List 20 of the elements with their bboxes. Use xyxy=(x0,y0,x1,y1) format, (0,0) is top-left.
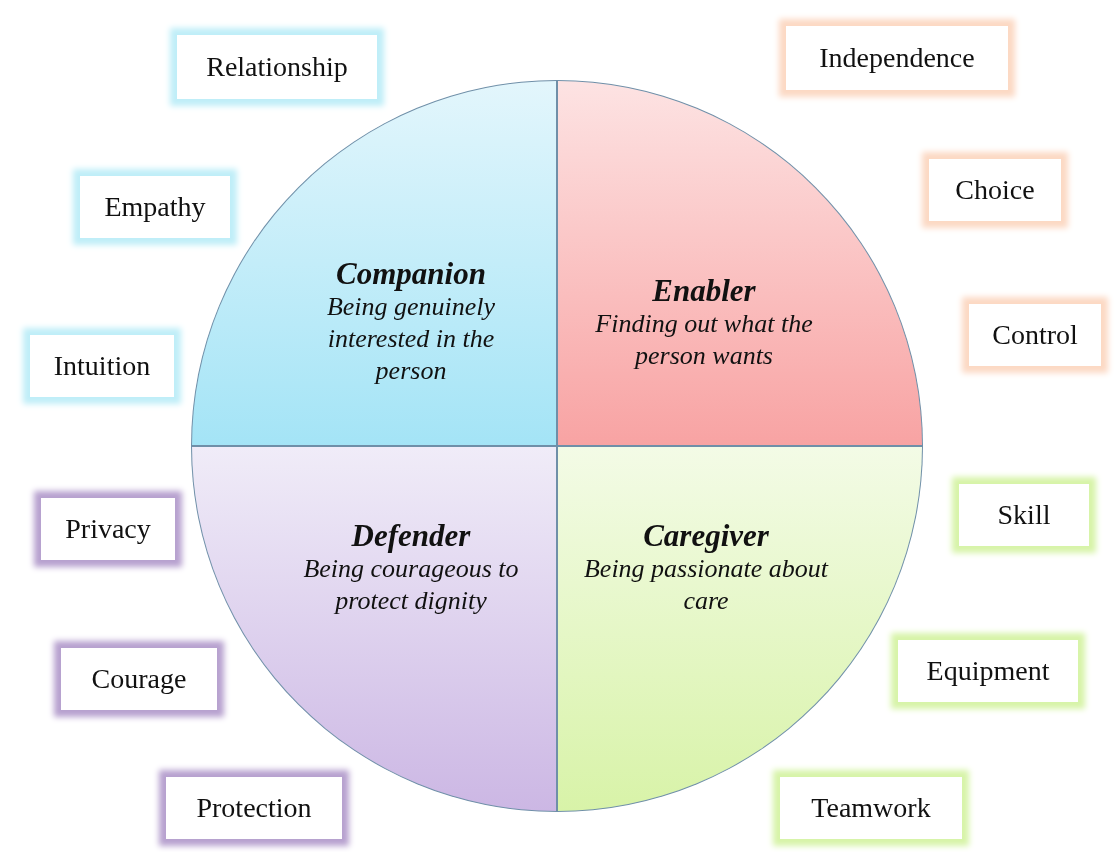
segment-title: Defender xyxy=(350,519,472,553)
value-card: Privacy xyxy=(41,498,175,560)
segment-title: Enabler xyxy=(651,274,757,308)
value-card: Choice xyxy=(929,159,1061,221)
value-card: Skill xyxy=(959,484,1089,546)
segment-title: Caregiver xyxy=(642,519,770,553)
value-card: Intuition xyxy=(30,335,174,397)
value-card: Relationship xyxy=(177,35,377,99)
value-card: Control xyxy=(969,304,1101,366)
value-card: Courage xyxy=(61,648,217,710)
segment-description: Being genuinely interested in the person xyxy=(325,291,497,387)
segment-description: Finding out what the person wants xyxy=(594,308,814,372)
value-card: Equipment xyxy=(898,640,1078,702)
segment-description: Being courageous to protect dignity xyxy=(302,553,520,617)
segment-title: Companion xyxy=(335,257,487,291)
value-card: Empathy xyxy=(80,176,230,238)
value-card: Protection xyxy=(166,777,342,839)
value-card: Teamwork xyxy=(780,777,962,839)
value-card: Independence xyxy=(786,26,1008,90)
segment-description: Being passionate about care xyxy=(582,553,830,617)
